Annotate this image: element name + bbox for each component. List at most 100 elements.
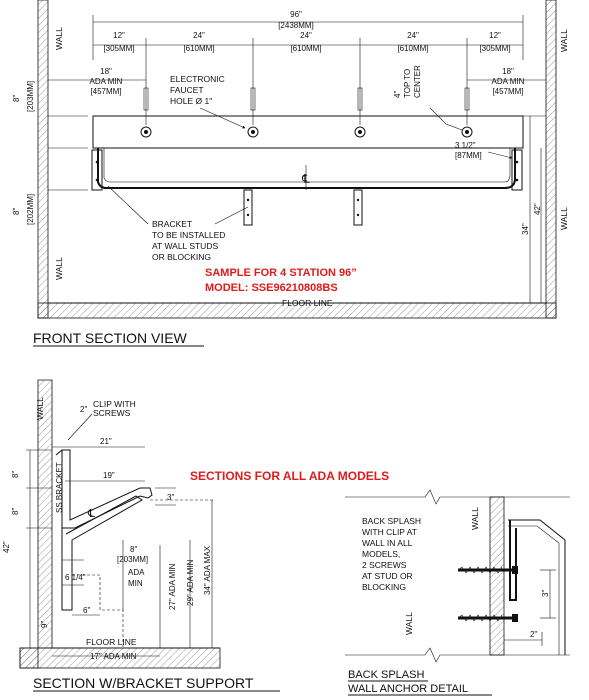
- clip-note-1: CLIP WITH: [93, 399, 136, 409]
- seg-right-mm: [305MM]: [479, 44, 510, 53]
- ada-34: 34" ADA MAX: [203, 545, 212, 595]
- ada-right-label: ADA MIN: [492, 77, 525, 86]
- right-end-bracket: [511, 149, 523, 191]
- left-end-bracket: [91, 149, 103, 191]
- front-section-view: WALL WALL WALL WALL 96" [2438MM] 12" [30…: [12, 0, 569, 347]
- sample-line-2: MODEL: SSE96210808BS: [205, 282, 338, 294]
- front-view-title: FRONT SECTION VIEW: [33, 330, 188, 346]
- dim-6-14: 6 1/4": [65, 573, 86, 582]
- dim-3: 3": [167, 493, 174, 502]
- faucet-note-2: FAUCET: [170, 85, 204, 95]
- overall-width-in: 96": [290, 10, 302, 19]
- ada-left-in: 18": [100, 67, 112, 76]
- anchor-note-6: AT STUD OR: [362, 571, 413, 581]
- anchor-title-2: WALL ANCHOR DETAIL: [348, 683, 468, 695]
- seg-2-in: 24": [300, 31, 312, 40]
- top-center-2: TOP TO: [403, 69, 412, 98]
- bracket-note-1: BRACKET: [152, 219, 192, 229]
- bracket-note-3: AT WALL STUDS: [152, 241, 218, 251]
- ada-29: 29" ADA MIN: [186, 559, 195, 606]
- anchor-note-4: MODELS,: [362, 549, 400, 559]
- dim-19: 19": [103, 471, 115, 480]
- knee-clearance-line: [71, 540, 124, 648]
- clip-note-2: SCREWS: [93, 408, 131, 418]
- anchor-dim-2: 2": [530, 630, 537, 639]
- dim-8b: 8": [11, 508, 20, 515]
- ada-right-mm: [457MM]: [492, 87, 523, 96]
- left-top-in: 8": [12, 95, 21, 102]
- anchor-wall-bottom: WALL: [404, 612, 414, 635]
- sink-profile: [61, 449, 153, 529]
- right-wall-label-top: WALL: [559, 29, 569, 52]
- anchor-note-3: WALL IN ALL: [362, 538, 413, 548]
- ada-17: 17" ADA MIN: [90, 652, 137, 661]
- screw-upper-icon: [457, 566, 518, 574]
- anchor-note-5: 2 SCREWS: [362, 560, 407, 570]
- dim-8a: 8": [11, 471, 20, 478]
- ada-text-1: ADA: [128, 568, 145, 577]
- sink-backsplash: [92, 115, 524, 149]
- screw-lower-icon: [457, 614, 518, 622]
- section-view-title: SECTION W/BRACKET SUPPORT: [33, 675, 254, 691]
- ada-text-2: MIN: [128, 579, 143, 588]
- bracket-section-view: WALL CLIP WITH SCREWS 2" 21" 19" ℄ SS BR…: [2, 379, 280, 692]
- right-wall: [545, 0, 557, 319]
- height-34: 34": [521, 223, 530, 235]
- section-wall-label: WALL: [35, 397, 45, 420]
- dim-42: 42": [2, 541, 11, 553]
- ss-bracket-label: SS BRACKET: [55, 462, 64, 513]
- edge-dim-in: 3 1/2": [455, 141, 476, 150]
- dim-2: 2": [80, 405, 87, 414]
- section-floor-line: FLOOR LINE: [86, 637, 137, 647]
- dim-21: 21": [100, 437, 112, 446]
- seg-1-in: 24": [193, 31, 205, 40]
- anchor-note-7: BLOCKING: [362, 582, 406, 592]
- left-wall-label-top: WALL: [54, 27, 64, 50]
- seg-3-in: 24": [407, 31, 419, 40]
- center-mark: ℄: [301, 172, 310, 186]
- under-bracket-2: [353, 189, 363, 226]
- anchor-wall-top: WALL: [470, 507, 480, 530]
- overall-width-mm: [2438MM]: [278, 21, 314, 30]
- height-42: 42": [533, 203, 542, 215]
- faucet-holes: [140, 126, 473, 138]
- wall-clip: [509, 520, 517, 601]
- ada-left-label: ADA MIN: [90, 77, 123, 86]
- ada-27: 27" ADA MIN: [168, 563, 177, 610]
- anchor-detail: BACK SPLASH WITH CLIP AT WALL IN ALL MOD…: [345, 489, 570, 696]
- seg-3-mm: [610MM]: [397, 44, 428, 53]
- ada-left-mm: [457MM]: [90, 87, 121, 96]
- faucet-note-3: HOLE Ø 1": [170, 96, 212, 106]
- seg-1-mm: [610MM]: [183, 44, 214, 53]
- left-bot-in: 8": [12, 208, 21, 215]
- seg-right-in: 12": [489, 31, 501, 40]
- dim-6: 6": [83, 606, 90, 615]
- bracket-note-2: TO BE INSTALLED: [152, 230, 225, 240]
- sections-heading: SECTIONS FOR ALL ADA MODELS: [190, 469, 389, 483]
- backsplash-profile: [508, 519, 566, 655]
- anchor-wall-strip: [489, 496, 505, 656]
- dim-9: 9": [40, 621, 49, 628]
- left-bot-mm: [202MM]: [26, 194, 35, 225]
- anchor-dim-3: 3": [541, 590, 550, 597]
- top-center-1: 4": [393, 91, 402, 98]
- right-wall-label-bottom: WALL: [559, 207, 569, 230]
- faucet-note-1: ELECTRONIC: [170, 74, 225, 84]
- under-bracket-1: [243, 189, 253, 226]
- left-wall-label-bottom: WALL: [54, 257, 64, 280]
- anchor-note-1: BACK SPLASH: [362, 516, 421, 526]
- floor-line-label: FLOOR LINE: [282, 298, 333, 308]
- top-center-3: CENTER: [413, 65, 422, 98]
- left-top-mm: [203MM]: [26, 81, 35, 112]
- seg-2-mm: [610MM]: [290, 44, 321, 53]
- bracket-note-4: OR BLOCKING: [152, 252, 211, 262]
- seg-left-in: 12": [113, 31, 125, 40]
- anchor-title-1: BACK SPLASH: [348, 669, 424, 681]
- ada-right-in: 18": [502, 67, 514, 76]
- anchor-note-2: WITH CLIP AT: [362, 527, 417, 537]
- sample-line-1: SAMPLE FOR 4 STATION 96”: [205, 267, 357, 279]
- seg-left-mm: [305MM]: [103, 44, 134, 53]
- sink-basin: [97, 148, 516, 189]
- edge-dim-mm: [87MM]: [455, 151, 482, 160]
